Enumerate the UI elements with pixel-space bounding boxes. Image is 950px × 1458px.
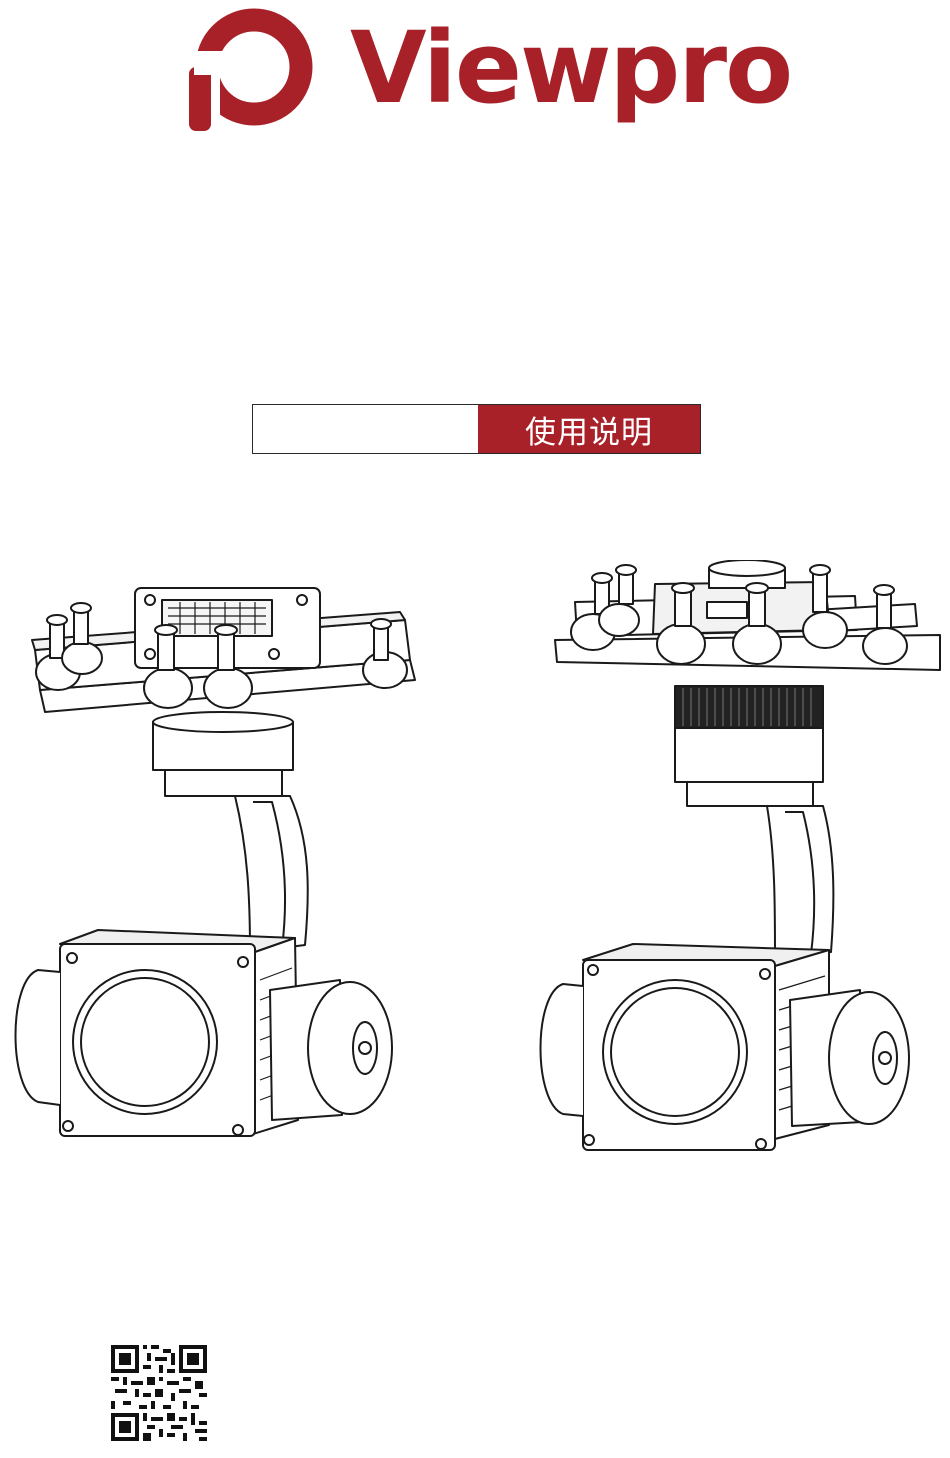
- title-label: 使用说明: [478, 405, 700, 453]
- gimbal-camera-drawing-with-round-hub: [535, 560, 945, 1170]
- title-bar: 使用说明: [252, 404, 701, 454]
- title-blank-field: [253, 405, 478, 453]
- gimbal-camera-drawing-with-connector-box: [10, 560, 420, 1170]
- brand-name: Viewpro: [350, 9, 791, 129]
- viewpro-logo-mark-icon: [188, 3, 320, 135]
- qr-code-icon: [111, 1345, 207, 1441]
- brand-logo: Viewpro: [188, 3, 728, 135]
